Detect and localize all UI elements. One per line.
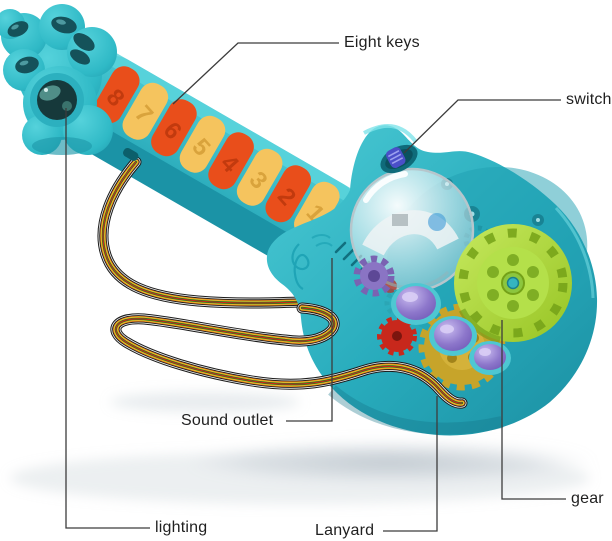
- lanyard-strap-loop: [110, 302, 468, 409]
- sound-outlet-callout-line: [286, 258, 333, 422]
- lanyard-strap-upper: [97, 156, 306, 309]
- purple-gear: [353, 255, 395, 297]
- switch-callout-line: [403, 99, 561, 154]
- label-lighting: lighting: [155, 519, 208, 536]
- label-switch: switch: [566, 91, 612, 108]
- lanyard-slot: [123, 148, 139, 161]
- purple-buttons: [391, 283, 511, 375]
- eight-keys-callout-line: [172, 42, 339, 105]
- floor-shadow: [10, 392, 595, 504]
- treble-clef-emboss: [291, 243, 310, 290]
- red-gear: [377, 316, 417, 356]
- guitar-headstock: [0, 4, 117, 155]
- dome-glare: [363, 171, 408, 203]
- label-gear: gear: [571, 490, 604, 507]
- label-eight-keys: Eight keys: [344, 34, 420, 51]
- tuning-pegs: [7, 16, 95, 74]
- dome-inner-drum: [362, 210, 459, 257]
- gear-callout-line: [501, 320, 566, 500]
- label-sound-outlet: Sound outlet: [181, 412, 274, 429]
- power-switch: [380, 144, 418, 174]
- label-lanyard: Lanyard: [315, 522, 375, 539]
- green-gear-wheel: [454, 224, 572, 344]
- green-gear-axle: [506, 276, 520, 290]
- dome-inner-blue-gear: [428, 213, 446, 231]
- music-note-emboss: [311, 234, 333, 247]
- lighting-callout-line: [65, 108, 150, 529]
- body-highlight: [363, 124, 418, 144]
- lanyard-callout-line: [383, 396, 438, 532]
- lighting-lens: [30, 73, 84, 127]
- body-shadow-edge: [328, 385, 504, 435]
